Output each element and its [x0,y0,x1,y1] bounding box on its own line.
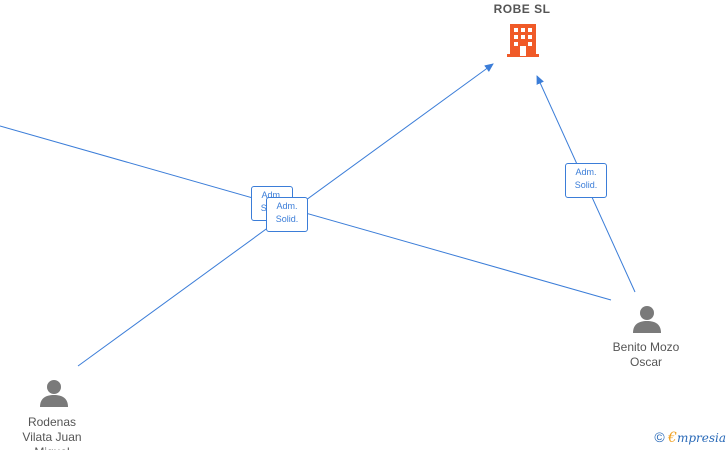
company-name[interactable]: ROBE SL [493,2,551,16]
role-badge-3[interactable]: Adm. Solid. [565,163,607,198]
person-icon[interactable] [39,378,69,408]
brand-name: mpresia [676,431,726,445]
person-icon[interactable] [632,304,662,334]
copyright-symbol: © [654,429,665,445]
building-icon[interactable] [507,22,539,58]
brand-e-glyph: € [668,430,677,446]
empresia-logo: © €mpresia [654,429,726,446]
person-name-benito[interactable]: Benito Mozo Oscar [612,340,680,369]
person-name-rodenas[interactable]: Rodenas Vilata Juan Miguel [22,415,82,450]
role-badge-2[interactable]: Adm. Solid. [266,197,308,232]
